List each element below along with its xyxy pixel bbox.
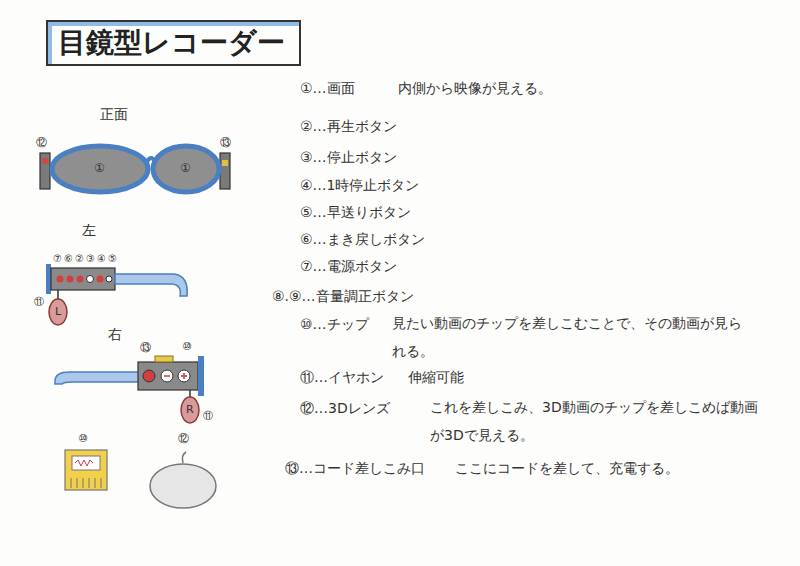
callout-number: ⑬ <box>220 136 231 149</box>
part-entry: ⑤…早送りボタン <box>300 204 411 221</box>
callout-number: ③ <box>86 253 95 265</box>
side-letter: L <box>55 305 61 318</box>
part-entry: ①…画面 <box>300 80 355 97</box>
view-heading: 正面 <box>100 106 128 123</box>
title-box: 目鏡型レコーダー <box>46 20 301 66</box>
part-entry: ④…1時停止ボタン <box>300 177 419 194</box>
part-entry: ⑧.⑨…音量調正ボタン <box>272 288 414 305</box>
part-description: ここにコードを差して、充電する。 <box>455 460 679 477</box>
part-entry: ⑥…まき戻しボタン <box>300 231 425 248</box>
callout-number: ⑤ <box>108 253 117 265</box>
callout-number: ① <box>94 161 105 175</box>
side-letter: R <box>186 403 194 416</box>
part-description: 伸縮可能 <box>408 369 464 386</box>
callout-number: ⑩ <box>78 432 88 445</box>
callout-number: ⑥ <box>64 253 73 265</box>
callout-number: ⑪ <box>34 296 44 308</box>
callout-number: ② <box>75 253 84 265</box>
callout-number: ① <box>180 161 191 175</box>
callout-number: ④ <box>97 253 106 265</box>
callout-number: ⑫ <box>36 136 47 149</box>
callout-number: ⑩ <box>182 340 192 353</box>
part-entry: ⑫…3Dレンズ <box>300 400 390 417</box>
part-entry: ③…停止ボタン <box>300 149 397 166</box>
callout-number: ⑦ <box>53 253 62 265</box>
part-description: 見たい動画のチップを差しこむことで、その動画が見られる。 <box>392 309 747 365</box>
callout-number: ⑫ <box>178 432 189 445</box>
part-description: 内側から映像が見える。 <box>398 80 552 97</box>
view-heading: 右 <box>108 326 122 343</box>
callout-number: ⑪ <box>203 410 213 422</box>
callout-number: ⑬ <box>140 341 151 354</box>
part-description: これを差しこみ、3D動画のチップを差しこめば動画が3Dで見える。 <box>430 393 760 449</box>
part-entry: ⑬…コード差しこみ口 <box>285 460 425 477</box>
part-entry: ⑪…イヤホン <box>300 369 384 386</box>
part-entry: ⑩…チップ <box>300 316 369 333</box>
view-heading: 左 <box>82 222 96 239</box>
part-entry: ⑦…電源ボタン <box>300 258 397 275</box>
part-entry: ②…再生ボタン <box>300 118 397 135</box>
